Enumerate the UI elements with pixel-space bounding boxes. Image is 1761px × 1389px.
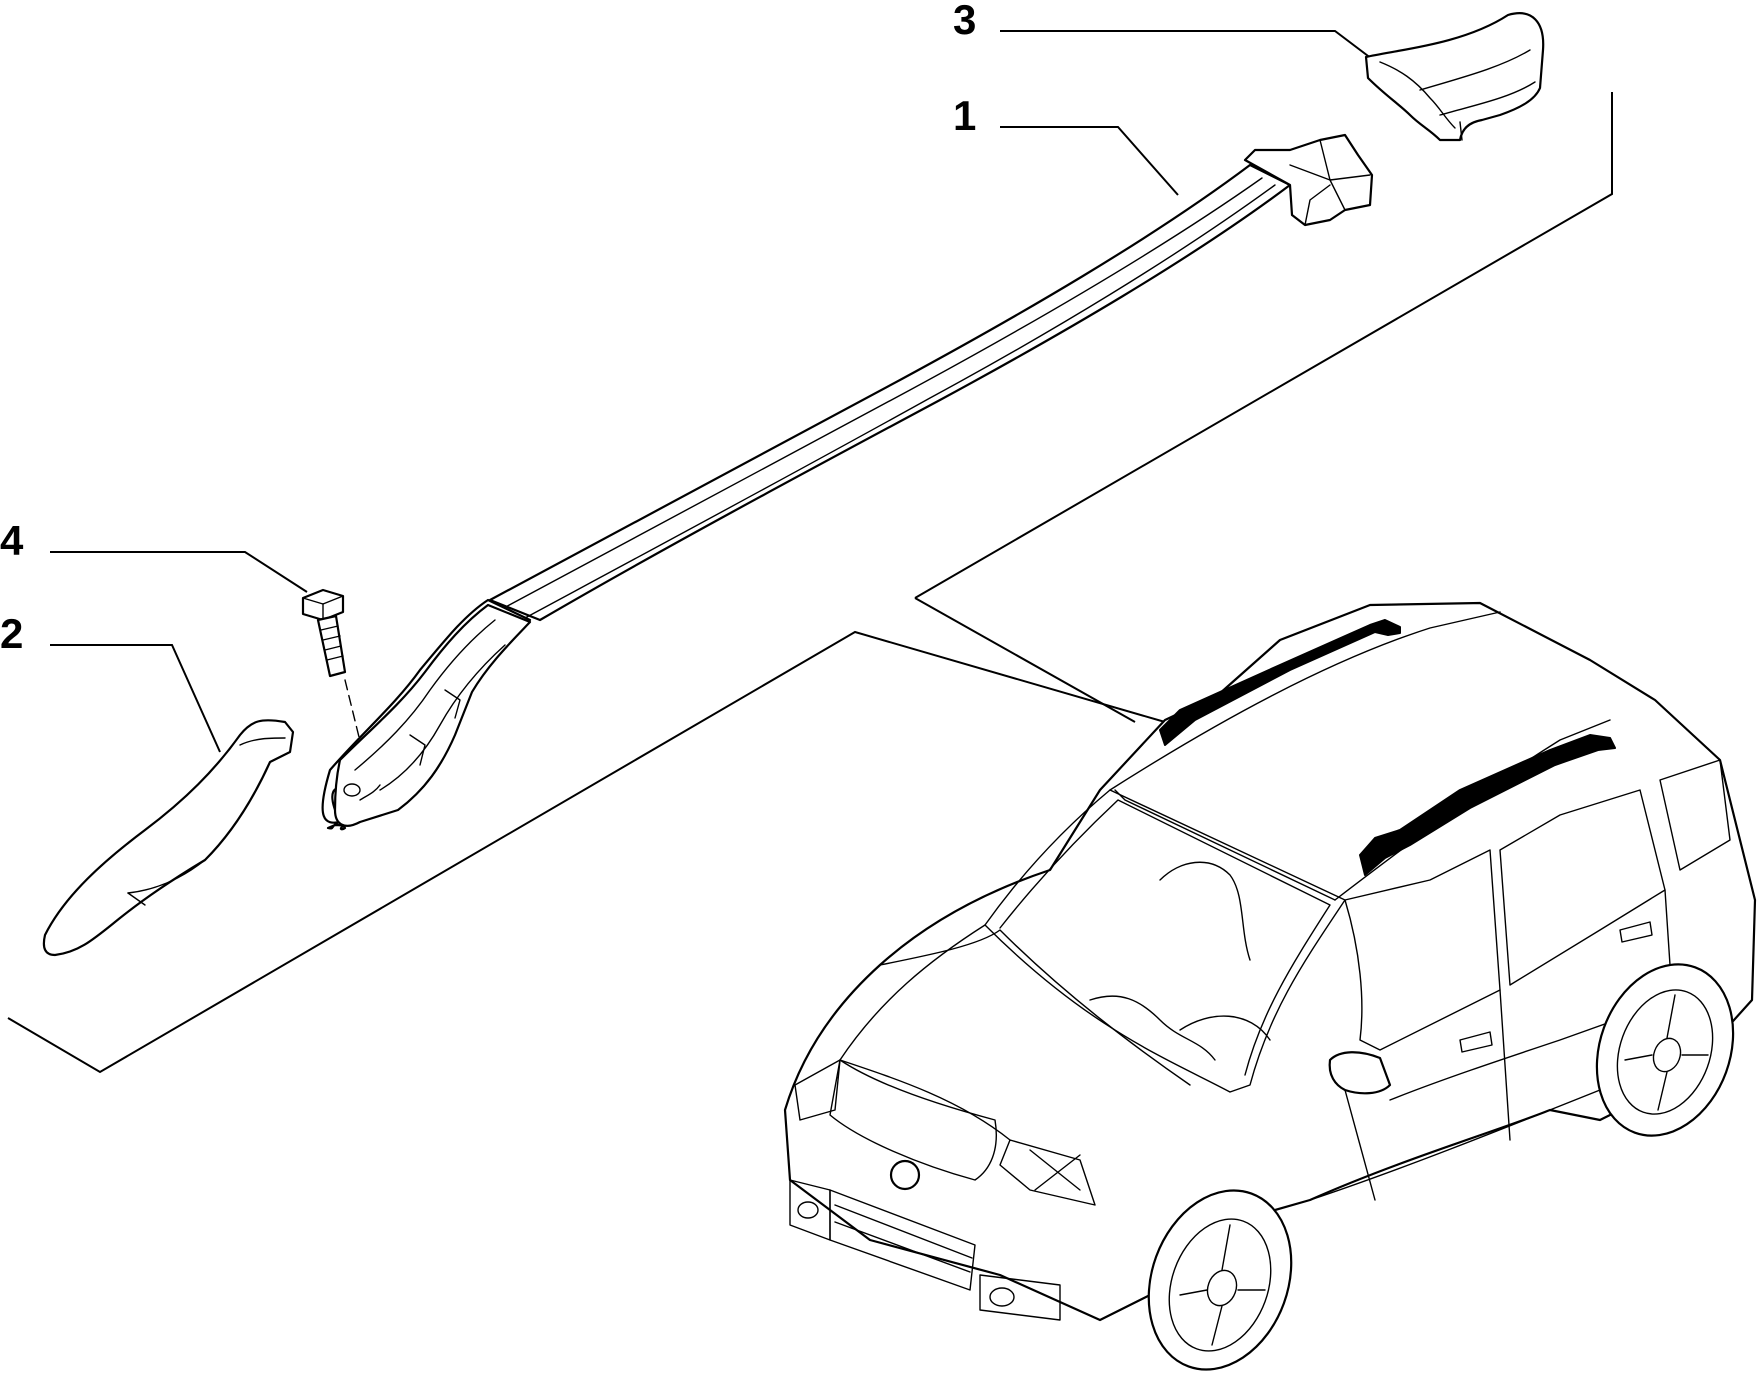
leader-lines [50,30,1381,753]
car-mirror [1328,1051,1392,1095]
bolt-centerline [344,679,373,791]
callout-2[interactable]: 2 [0,610,23,657]
exploded-view-lines [7,92,1613,1074]
leader-line-3 [1000,30,1381,66]
bracket-line-right [914,92,1613,599]
bolt[interactable] [301,588,347,678]
leader-line-2 [50,644,221,753]
vehicle-illustration [783,601,1757,1371]
roof-rail[interactable] [321,133,1374,831]
car-roof-rail-rear [1359,734,1616,876]
leader-line-1 [1000,126,1179,196]
car-roof-rail-front [1159,619,1401,746]
bracket-line-large [7,630,1166,1074]
callout-4[interactable]: 4 [0,517,24,564]
callout-1[interactable]: 1 [953,92,976,139]
rail-cover-strip[interactable] [42,719,295,957]
leader-line-4 [50,551,308,593]
car-wheel-rear [1595,963,1735,1137]
bracket-line-small [914,597,1136,723]
car-badge [889,1159,921,1191]
callout-3[interactable]: 3 [953,0,976,43]
rail-end-cap[interactable] [1364,12,1545,142]
car-wheel-front [1147,1189,1293,1371]
